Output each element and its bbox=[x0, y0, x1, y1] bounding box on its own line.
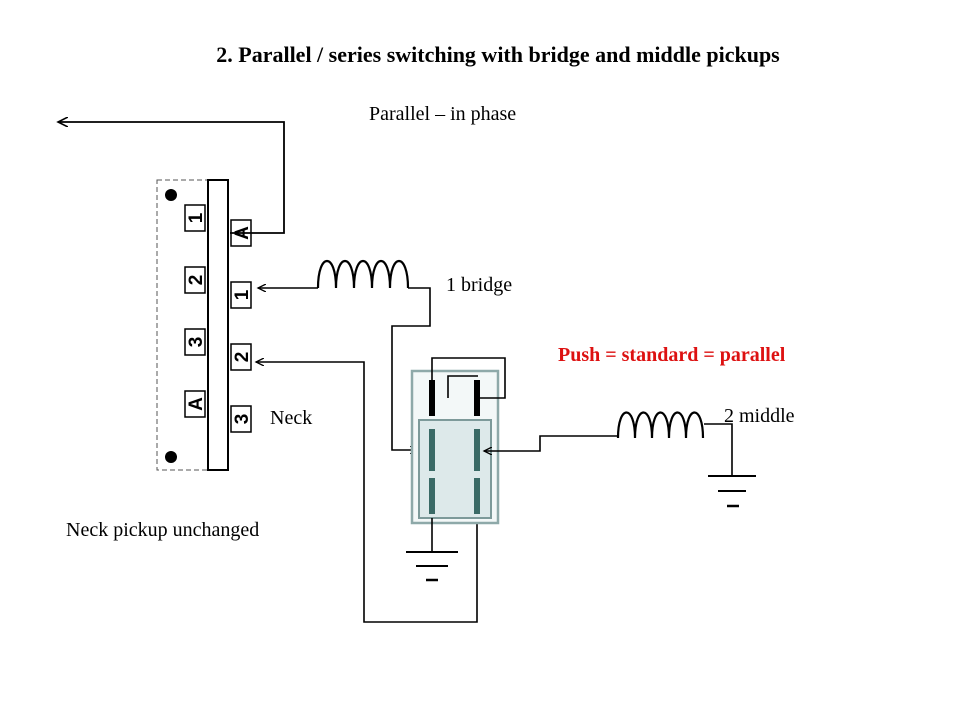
right-terminal-label: 3 bbox=[232, 414, 253, 425]
right-terminal-2: 2 bbox=[230, 343, 253, 371]
ground-icon bbox=[406, 518, 458, 582]
output-wire bbox=[58, 122, 285, 234]
right-terminal-1: 1 bbox=[230, 281, 253, 309]
middle-hot-wire bbox=[484, 435, 618, 451]
neck-unchanged-label: Neck pickup unchanged bbox=[66, 519, 260, 541]
neck-return-wire bbox=[256, 362, 478, 623]
bridge-to-switch-wire bbox=[391, 287, 431, 450]
middle-pickup-label: 2 middle bbox=[724, 405, 795, 427]
left-terminal-label: 1 bbox=[186, 212, 207, 223]
right-terminal-label: 2 bbox=[232, 352, 253, 363]
left-terminal-label: 2 bbox=[186, 275, 207, 286]
switch-bar bbox=[207, 179, 229, 471]
switch-jumper-wire bbox=[431, 357, 506, 399]
push-standard-label: Push = standard = parallel bbox=[558, 344, 786, 366]
parallel-in-phase-label: Parallel – in phase bbox=[369, 103, 517, 125]
right-terminal-3: 3 bbox=[230, 405, 253, 433]
left-terminal-2: 2 bbox=[184, 266, 207, 294]
ground-icon bbox=[704, 423, 756, 508]
middle-coil-icon bbox=[616, 411, 705, 439]
left-terminal-label: A bbox=[186, 397, 207, 411]
left-terminal-3: 3 bbox=[184, 328, 207, 356]
left-terminal-label: 3 bbox=[186, 337, 207, 348]
switch-jumper-wire-inner bbox=[447, 375, 478, 398]
neck-label: Neck bbox=[270, 407, 313, 429]
mount-hole-bottom bbox=[165, 451, 177, 463]
bridge-coil-icon bbox=[316, 259, 410, 289]
right-terminal-label: 1 bbox=[232, 289, 253, 300]
bridge-pickup-label: 1 bridge bbox=[446, 274, 513, 296]
left-terminal-1: 1 bbox=[184, 204, 207, 232]
mount-hole-top bbox=[165, 189, 177, 201]
left-terminal-a: A bbox=[184, 390, 207, 418]
diagram-title: 2. Parallel / series switching with brid… bbox=[216, 42, 780, 67]
push-pull-switch-icon bbox=[410, 369, 500, 525]
